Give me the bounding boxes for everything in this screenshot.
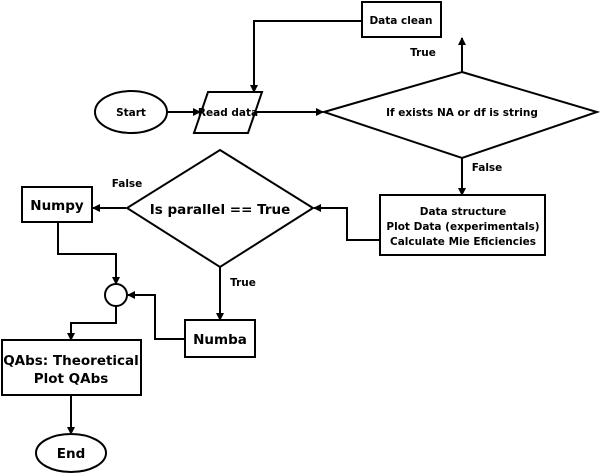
end-label: End (57, 446, 86, 462)
end-node: End (35, 433, 107, 473)
edge-structure-parallel (313, 204, 380, 241)
parallel-true-label: True (230, 277, 256, 289)
edge-numba-join (127, 291, 185, 340)
numba-node: Numba (184, 319, 256, 358)
edge-clean-read (250, 20, 362, 93)
parallel-false-label: False (112, 178, 143, 190)
check-na-label: If exists NA or df is string (386, 107, 538, 119)
is-parallel-decision: Is parallel == True (125, 148, 315, 269)
start-label: Start (116, 107, 146, 119)
start-node: Start (94, 90, 168, 134)
check-false-label: False (472, 162, 503, 174)
qabs-line: Plot QAbs (34, 371, 109, 387)
data-structure-line: Data structure (420, 206, 507, 218)
edge-numpy-join (57, 222, 120, 285)
join-connector (104, 283, 128, 307)
numpy-label: Numpy (30, 198, 84, 214)
qabs-node: QAbs: Theoretical Plot QAbs (1, 339, 142, 396)
check-true-label: True (410, 47, 436, 59)
data-structure-line: Plot Data (experimentals) (386, 221, 539, 233)
qabs-line: QAbs: Theoretical (3, 353, 139, 369)
read-data-label: Read data (198, 107, 258, 119)
edge-join-qabs (67, 306, 117, 341)
numpy-node: Numpy (21, 186, 93, 223)
numba-label: Numba (193, 332, 247, 348)
data-structure-node: Data structure Plot Data (experimentals)… (379, 194, 546, 256)
is-parallel-label: Is parallel == True (150, 202, 291, 218)
data-clean-label: Data clean (369, 15, 432, 27)
check-na-decision: If exists NA or df is string (320, 70, 600, 160)
data-clean-node: Data clean (361, 1, 442, 38)
data-structure-line: Calculate Mie Eficiencies (390, 236, 536, 248)
read-data-node: Read data (192, 91, 264, 134)
